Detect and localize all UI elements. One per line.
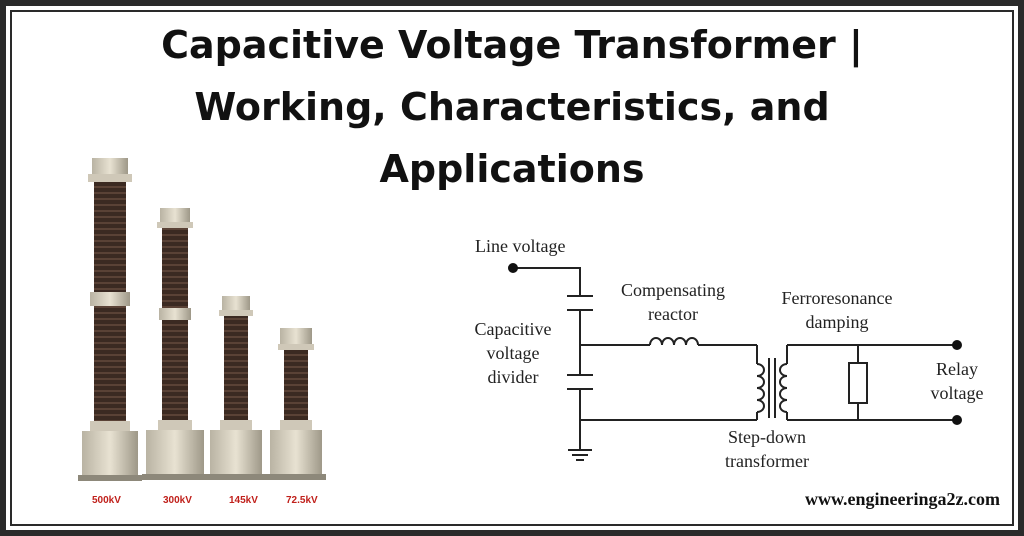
cvt-unit-300kv (142, 208, 208, 480)
label-step-down: Step-down (728, 427, 806, 447)
page-title: Capacitive Voltage Transformer | Working… (0, 14, 1024, 200)
secondary-winding (779, 363, 788, 413)
cvt-unit-145kv (206, 296, 266, 480)
line-terminal (508, 263, 518, 273)
label-line-voltage: Line voltage (475, 236, 565, 256)
label-damping: damping (806, 312, 869, 332)
cvt-photo (78, 158, 326, 481)
label-relay: Relay (936, 359, 978, 379)
line-voltage-wire (513, 267, 581, 296)
cvt-unit-500kv (78, 158, 142, 481)
label-72kv: 72.5kV (286, 495, 318, 506)
compensating-reactor (649, 337, 699, 346)
label-145kv: 145kV (229, 495, 258, 506)
title-line-3: Applications (379, 147, 645, 191)
cvt-unit-72kv (266, 328, 326, 480)
label-relay-voltage: voltage (931, 383, 984, 403)
label-divider: divider (488, 367, 539, 387)
cvt-circuit-diagram: Line voltage Compensating reactor Ferror… (475, 236, 984, 471)
relay-terminal-top (952, 340, 962, 350)
label-voltage: voltage (487, 343, 540, 363)
website-url[interactable]: www.engineeringa2z.com (805, 489, 1000, 509)
label-reactor: reactor (648, 304, 698, 324)
damping-resistor (848, 362, 868, 404)
title-line-1: Capacitive Voltage Transformer | (161, 23, 863, 67)
label-300kv: 300kV (163, 495, 192, 506)
label-compensating: Compensating (621, 280, 725, 300)
label-transformer: transformer (725, 451, 809, 471)
primary-winding (756, 363, 765, 413)
label-ferroresonance: Ferroresonance (782, 288, 893, 308)
title-line-2: Working, Characteristics, and (194, 85, 830, 129)
label-500kv: 500kV (92, 495, 121, 506)
relay-terminal-bottom (952, 415, 962, 425)
label-capacitive: Capacitive (475, 319, 552, 339)
